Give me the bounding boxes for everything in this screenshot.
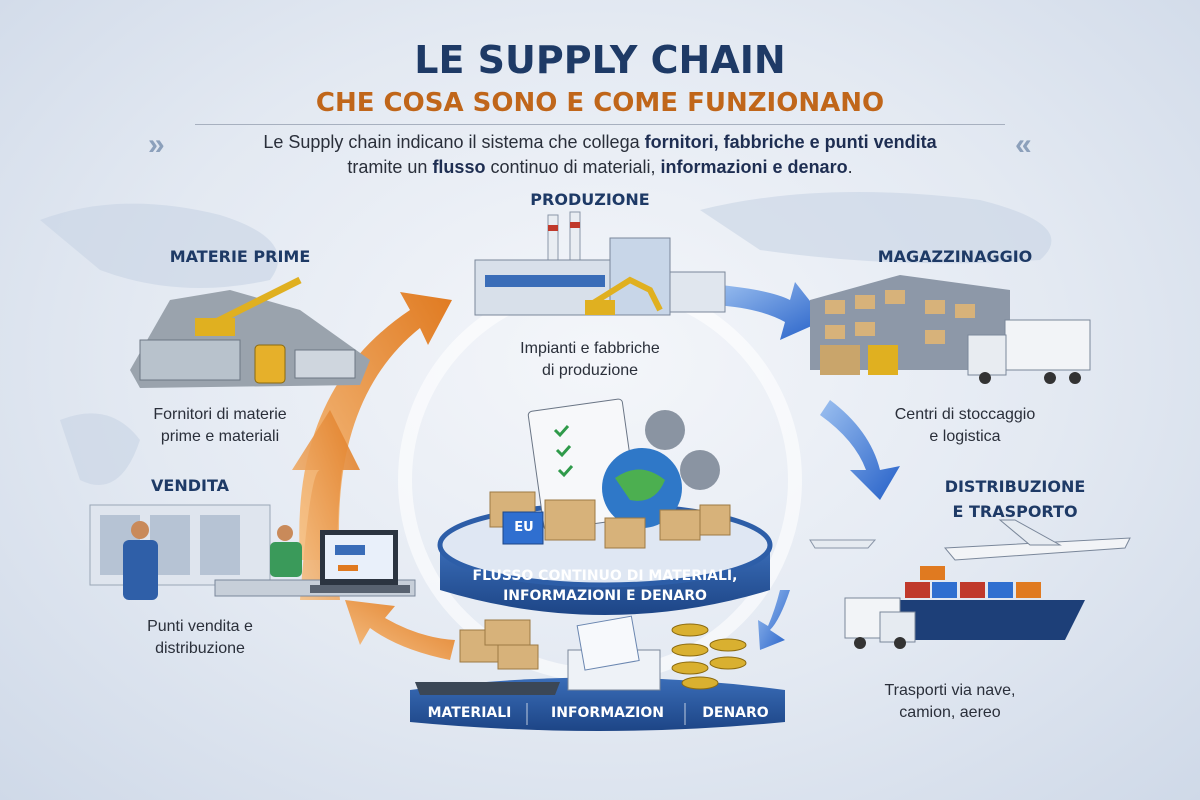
center-pedestal (437, 398, 773, 615)
flow-denaro: DENARO (702, 705, 769, 721)
caption-line: e logistica (929, 428, 1001, 445)
caption-line: camion, aereo (899, 704, 1001, 721)
stage-title-distribuzione: DISTRIBUZIONE E TRASPORTO (905, 474, 1125, 524)
caption-line: prime e materiali (160, 428, 280, 445)
caption-line: Punti vendita e (147, 618, 253, 635)
title-line: E TRASPORTO (952, 502, 1078, 521)
caption-line: Centri di stoccaggio (894, 406, 1036, 423)
desc-text: tramite un (347, 157, 433, 177)
desc-text: . (847, 157, 853, 177)
label-line: INFORMAZIONI E DENARO (503, 588, 707, 604)
flow-informazioni: INFORMAZION (551, 705, 664, 721)
flows-pedestal (410, 615, 785, 731)
arrow-orange-up (292, 292, 452, 600)
stage-caption-materie-prime: Fornitori di materie prime e materiali (100, 404, 340, 448)
stage-title-vendita: VENDITA (151, 476, 229, 495)
desc-bold: flusso (432, 157, 486, 177)
desc-bold: informazioni e denaro (660, 157, 848, 177)
caption-line: Fornitori di materie (153, 406, 287, 423)
page-title: LE SUPPLY CHAIN (414, 38, 786, 82)
label-line: FLUSSO CONTINUO DI MATERIALI, (472, 568, 738, 584)
stage-title-materie-prime: MATERIE PRIME (169, 247, 311, 266)
desc-bold: fornitori, fabbriche e punti vendita (644, 132, 937, 152)
caption-line: di produzione (541, 362, 639, 379)
caption-line: Trasporti via nave, (884, 682, 1016, 699)
stage-caption-vendita: Punti vendita e distribuzione (80, 616, 320, 660)
intro-description: Le Supply chain indicano il sistema che … (190, 130, 1010, 180)
center-flow-label: FLUSSO CONTINUO DI MATERIALI, INFORMAZION… (440, 566, 770, 606)
raw-materials-illustration (130, 276, 370, 388)
flow-materiali: MATERIALI (427, 705, 512, 721)
caption-line: distribuzione (155, 640, 245, 657)
arrow-orange-left (345, 600, 455, 660)
stage-title-magazzinaggio: MAGAZZINAGGIO (877, 247, 1033, 266)
stage-title-produzione: PRODUZIONE (530, 190, 650, 209)
stage-caption-magazzinaggio: Centri di stoccaggio e logistica (845, 404, 1085, 448)
desc-text: Le Supply chain indicano il sistema che … (263, 132, 645, 152)
world-map-background (40, 192, 1052, 485)
chevron-right-icon: » (148, 128, 165, 161)
caption-line: Impianti e fabbriche (520, 340, 660, 357)
retail-illustration (89, 504, 416, 600)
title-line: DISTRIBUZIONE (944, 477, 1086, 496)
transport-illustration (809, 519, 1131, 649)
chevron-left-icon: « (1015, 128, 1032, 161)
eu-box-label: EU (514, 520, 534, 535)
warehouse-illustration (810, 275, 1091, 384)
page-subtitle: CHE COSA SONO E COME FUNZIONANO (315, 88, 885, 118)
stage-caption-produzione: Impianti e fabbriche di produzione (470, 338, 710, 382)
stage-caption-distribuzione: Trasporti via nave, camion, aereo (830, 680, 1070, 724)
desc-text: continuo di materiali, (485, 157, 661, 177)
divider (195, 124, 1005, 125)
arrow-blue-right (715, 282, 900, 650)
factory-illustration (474, 211, 726, 316)
